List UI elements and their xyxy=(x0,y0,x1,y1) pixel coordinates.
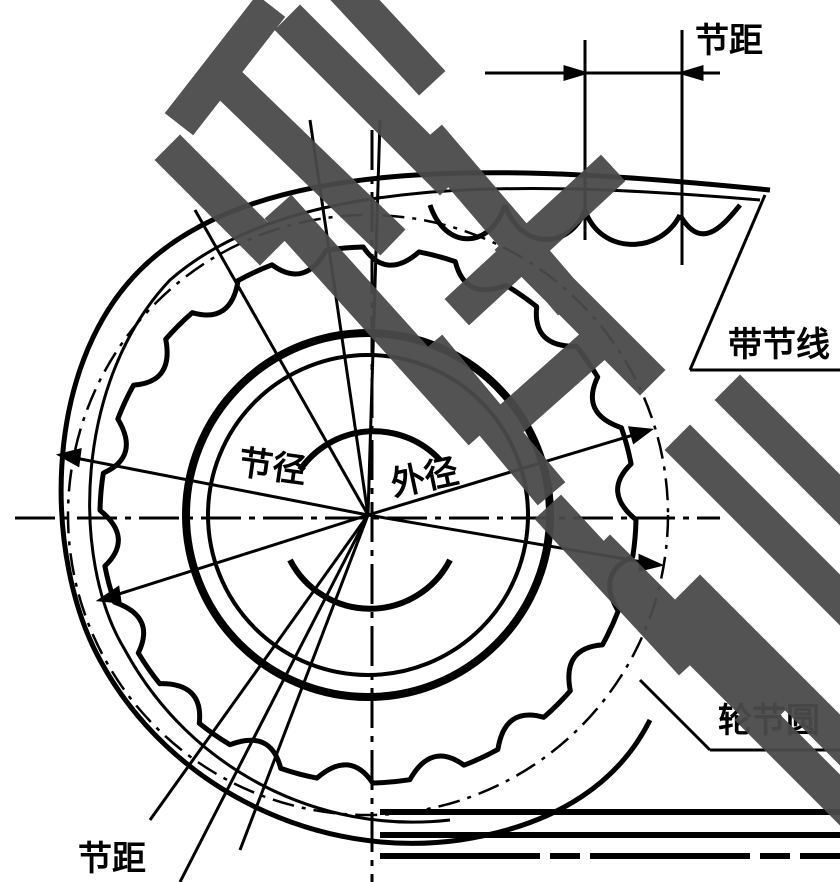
pitch-diameter-line-2 xyxy=(99,513,369,602)
watermark-glyph-2 xyxy=(264,124,666,446)
arrowhead xyxy=(563,64,591,82)
arrowhead xyxy=(95,585,122,604)
watermark-glyph-4 xyxy=(584,374,840,826)
arrowhead xyxy=(55,448,82,468)
arrowhead xyxy=(676,64,704,82)
belt-pitch-line-label: 带节线 xyxy=(728,325,830,365)
belt-pitch-leader xyxy=(688,194,840,372)
watermark-glyph-1 xyxy=(154,0,466,266)
pitch-diameter-line xyxy=(59,453,369,517)
pitch-diameter-label: 节径 xyxy=(236,443,309,492)
radial-line-1 xyxy=(193,209,370,516)
pitch-diameter-arc xyxy=(297,428,443,472)
belt-outer-arc xyxy=(58,170,771,846)
pitch-label-top: 节距 xyxy=(695,21,763,61)
pitch-label-bottom: 节距 xyxy=(78,839,146,879)
outer-diameter-arc xyxy=(287,558,453,612)
radial-line-4 xyxy=(148,514,370,821)
arrowhead xyxy=(627,426,654,445)
belt-bottom-lines xyxy=(380,809,840,859)
arrowhead xyxy=(638,553,665,572)
pulley-pitch-circle xyxy=(66,213,670,817)
hub-inner-ring xyxy=(206,353,530,677)
radial-line-5 xyxy=(238,514,370,851)
outer-diameter-line xyxy=(367,428,651,517)
belt-outline xyxy=(58,170,771,846)
watermark xyxy=(154,0,840,826)
leader-diagonal-2 xyxy=(638,678,712,752)
radial-line-6 xyxy=(178,514,370,882)
leader-diagonal xyxy=(688,194,767,371)
outer-diameter-label: 外径 xyxy=(387,451,462,504)
